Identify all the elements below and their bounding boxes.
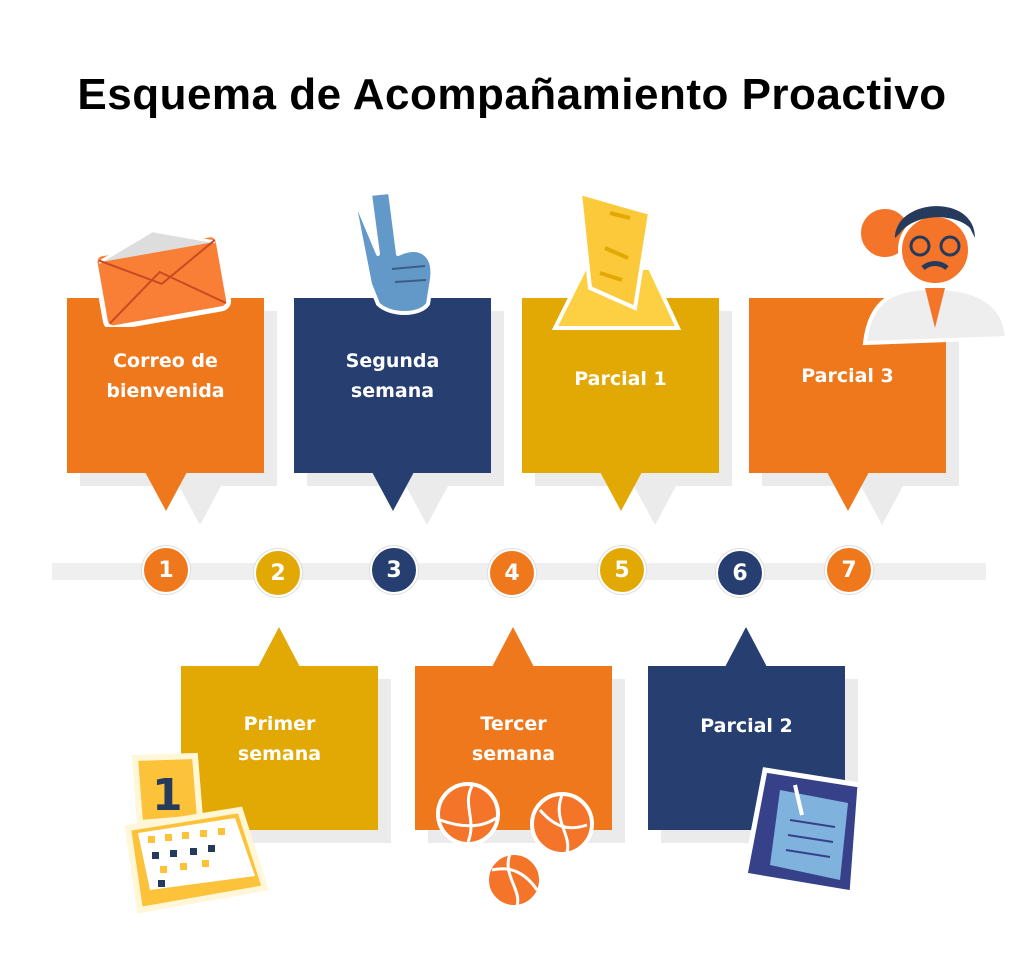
step-box-3: Segunda semana <box>294 298 504 525</box>
step-number-4: 4 <box>488 549 536 597</box>
step-label: Primer semana <box>237 713 322 765</box>
step-label: Tercer semana <box>471 713 556 765</box>
step-label: Parcial 1 <box>574 368 667 390</box>
step-label: Parcial 3 <box>801 365 894 387</box>
step-number-7: 7 <box>825 546 873 594</box>
step-label: Parcial 2 <box>700 715 793 737</box>
step-box-1: Correo de bienvenida <box>67 298 277 525</box>
step-number-5: 5 <box>598 546 646 594</box>
envelope-icon <box>92 229 232 327</box>
step-number-3: 3 <box>370 546 418 594</box>
notebook-icon <box>742 767 863 896</box>
step-number-6: 6 <box>716 549 764 597</box>
step-label: Correo de bienvenida <box>106 350 225 402</box>
svg-text:1: 1 <box>152 770 183 821</box>
balls-icon <box>436 782 594 909</box>
exam-paper-icon <box>551 190 682 330</box>
step-label: Segunda semana <box>345 350 440 402</box>
step-number-2: 2 <box>254 549 302 597</box>
peace-hand-icon <box>350 190 435 315</box>
page-title: Esquema de Acompañamiento Proactivo <box>77 70 947 119</box>
calendar-icon: 1 <box>124 752 269 914</box>
step-box-7: Parcial 3 <box>749 298 959 525</box>
step-number-1: 1 <box>142 546 190 594</box>
teacher-icon <box>857 205 1010 346</box>
